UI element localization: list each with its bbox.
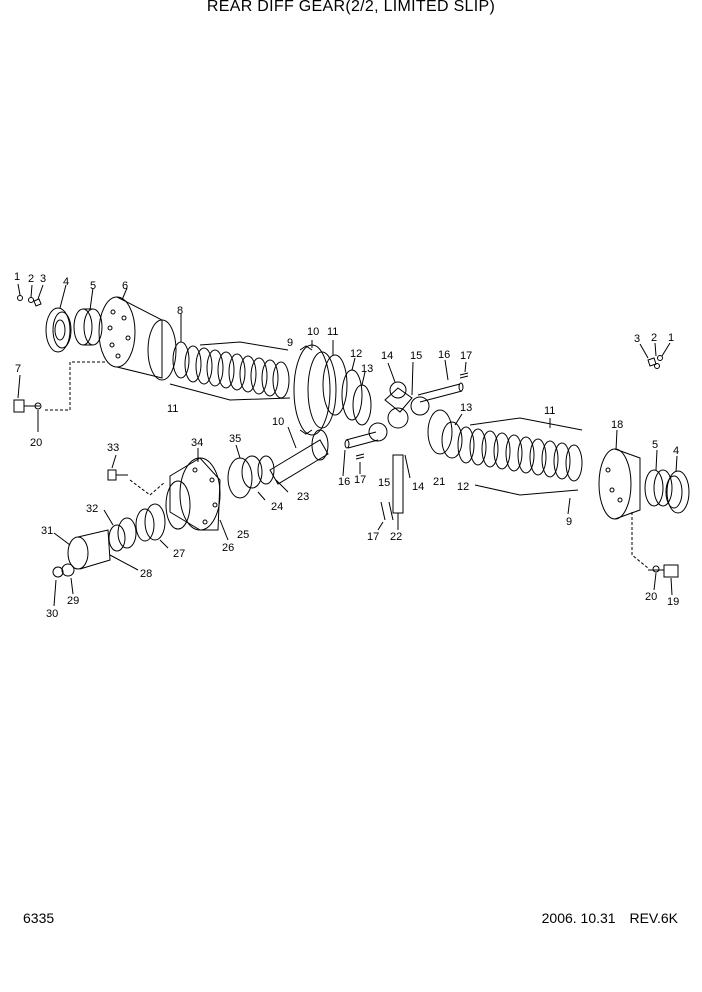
callout-28: 28 <box>140 568 152 580</box>
bearing-part-4 <box>45 284 72 353</box>
callout-30: 30 <box>46 608 58 620</box>
callout-35: 35 <box>229 433 241 445</box>
callout-14b: 14 <box>412 481 424 493</box>
side-gear-part-13 <box>352 371 372 426</box>
pinion-gear-part-10 <box>269 426 329 485</box>
callout-14: 14 <box>381 350 393 362</box>
washer-part-29 <box>61 563 75 595</box>
callout-27: 27 <box>173 548 185 560</box>
callout-1: 1 <box>14 271 20 283</box>
bearing-part-4-right <box>665 455 690 514</box>
footer-info: 2006. 10.31 REV.6K <box>532 910 678 926</box>
callout-5r: 5 <box>652 439 658 451</box>
ring-gear-part-10 <box>293 340 337 436</box>
callout-18: 18 <box>611 419 623 431</box>
callout-17: 17 <box>460 350 472 362</box>
callout-8: 8 <box>177 305 183 317</box>
callout-17b: 17 <box>354 474 366 486</box>
washer-part-2 <box>28 284 34 303</box>
carrier-housing-part-34 <box>165 448 229 541</box>
callout-19: 19 <box>667 596 679 608</box>
bolt-part-1 <box>17 283 23 301</box>
side-gear-right <box>427 409 463 459</box>
pin-part-16-lower <box>342 431 379 477</box>
callout-16b: 16 <box>338 476 350 488</box>
side-gear-part-12 <box>341 357 363 421</box>
callout-11r: 11 <box>544 405 555 417</box>
bearing-part-35 <box>227 444 263 499</box>
footer-date: 2006. 10.31 <box>541 910 616 926</box>
page-number: 6335 <box>23 910 55 926</box>
callout-20: 20 <box>30 437 42 449</box>
callout-13: 13 <box>361 363 373 375</box>
callout-23: 23 <box>297 491 309 503</box>
callout-9: 9 <box>287 337 293 349</box>
spacer-part-28 <box>109 554 139 571</box>
callout-3r: 3 <box>634 333 640 345</box>
callout-10: 10 <box>307 326 319 338</box>
callout-labels: 1 2 3 4 5 6 8 9 10 11 11 12 13 14 15 16 … <box>14 271 679 620</box>
bearing-part-27 <box>135 503 169 549</box>
callout-10b: 10 <box>272 416 284 428</box>
callout-33: 33 <box>107 442 119 454</box>
flange-part-31 <box>53 529 111 570</box>
pin-part-17-upper <box>459 361 469 379</box>
lock-parts-right-top <box>639 342 671 369</box>
clutch-pack-right <box>457 417 583 515</box>
callout-2r: 2 <box>651 332 657 344</box>
nut-part-30 <box>52 566 64 607</box>
pin-part-17-lower <box>355 453 365 474</box>
pin-part-17-bottom <box>377 501 394 531</box>
callout-32: 32 <box>86 503 98 515</box>
shim-part-24 <box>257 491 266 501</box>
callout-12: 12 <box>350 348 362 360</box>
lock-part-3 <box>33 284 44 307</box>
callout-6: 6 <box>122 280 128 292</box>
callout-2: 2 <box>28 273 34 285</box>
spacer-part-23 <box>257 455 289 493</box>
spider-assembly <box>368 361 430 442</box>
clutch-pack-left <box>169 314 291 401</box>
callout-24: 24 <box>271 501 283 513</box>
callout-13r: 13 <box>460 402 472 414</box>
callout-34: 34 <box>191 437 203 449</box>
callout-3: 3 <box>40 273 46 285</box>
callout-20r: 20 <box>645 591 657 603</box>
callout-1r: 1 <box>668 332 674 344</box>
callout-9r: 9 <box>566 516 572 528</box>
bolt-part-19 <box>631 512 679 596</box>
callout-21: 21 <box>433 476 445 488</box>
callout-29: 29 <box>67 595 79 607</box>
footer-revision: REV.6K <box>629 910 678 926</box>
shaft-part-22 <box>392 454 411 530</box>
callout-25: 25 <box>237 529 249 541</box>
callout-17c: 17 <box>367 531 379 543</box>
callout-12r: 12 <box>457 481 469 493</box>
page-title: REAR DIFF GEAR(2/2, LIMITED SLIP) <box>206 0 496 15</box>
callout-15: 15 <box>410 350 422 362</box>
pin-part-16-upper <box>417 359 464 403</box>
bolt-part-7 <box>13 361 108 432</box>
callout-4r: 4 <box>673 445 679 457</box>
bolt-part-33 <box>107 454 166 496</box>
callout-5: 5 <box>90 280 96 292</box>
pressure-ring-part-11 <box>322 340 348 416</box>
callout-7: 7 <box>15 363 21 375</box>
callout-4: 4 <box>63 276 69 288</box>
race-part-5 <box>73 287 103 346</box>
case-half-part-18 <box>598 429 641 520</box>
case-half-part-6 <box>98 287 177 381</box>
callout-11b: 11 <box>167 403 178 415</box>
callout-11: 11 <box>327 326 338 338</box>
callout-15b: 15 <box>378 477 390 489</box>
callout-22: 22 <box>390 531 402 543</box>
callout-31: 31 <box>41 525 53 537</box>
callout-16: 16 <box>438 349 450 361</box>
race-part-5-right <box>644 449 673 507</box>
callout-26: 26 <box>222 542 234 554</box>
